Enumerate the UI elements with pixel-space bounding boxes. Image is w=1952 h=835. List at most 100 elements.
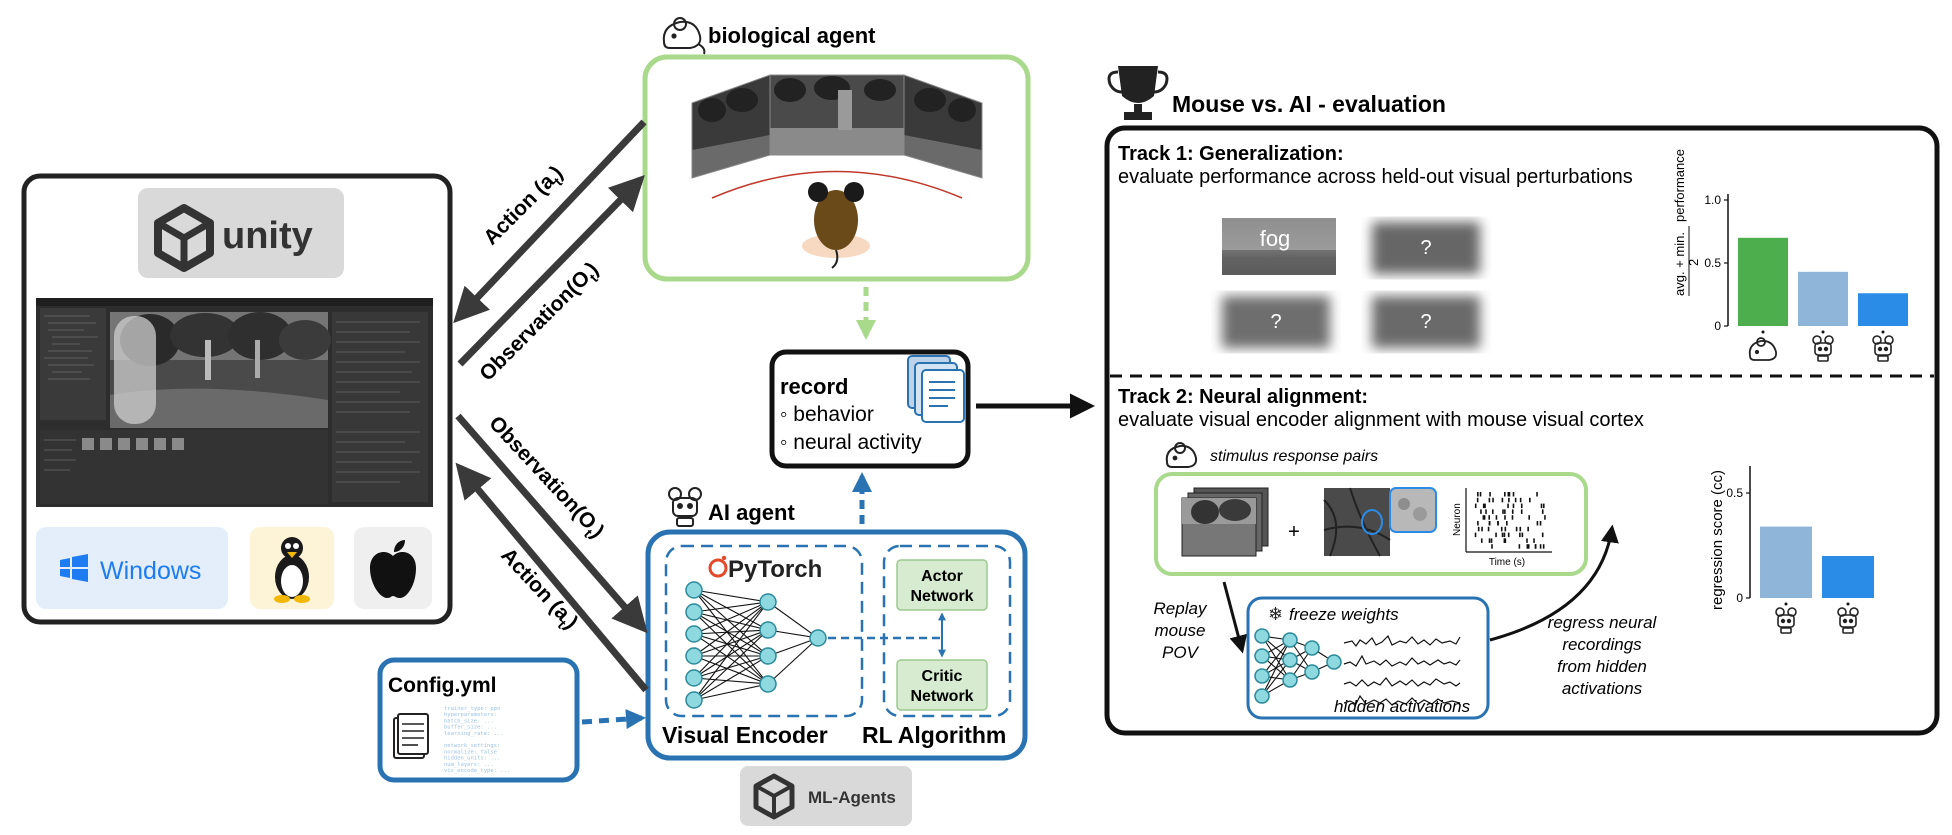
network-edge [693, 611, 769, 631]
track2-subheading: evaluate visual encoder alignment with m… [1118, 409, 1644, 431]
trophy-icon [1107, 66, 1169, 120]
network-node [685, 647, 703, 665]
record-item-behavior: behavior [793, 403, 874, 426]
actor-network-label-line2: Network [910, 588, 973, 605]
spike-raster-plot [1465, 488, 1552, 553]
windows-icon [60, 554, 88, 582]
network-edge [693, 633, 769, 657]
network-edge [693, 629, 769, 635]
config-box: Config.yml trainer_type: ppohyperparamet… [377, 657, 580, 783]
track2-ylabel: regression score (cc) [1709, 470, 1726, 610]
network-edge [693, 589, 769, 657]
action-top-arrow [457, 174, 645, 367]
config-code-line: normalize: false [444, 749, 497, 755]
network-node [809, 629, 827, 647]
replay-label-line2: mouse [1154, 621, 1205, 640]
config-code-line: hidden_units: ... [444, 756, 500, 762]
unknown-tile-3: ? [1372, 296, 1480, 348]
regress-arrow [1489, 524, 1619, 642]
replay-label-line1: Replay [1154, 599, 1208, 618]
robot-mouse-icon [1872, 335, 1894, 362]
visual-encoder-network [685, 581, 827, 709]
network-node [685, 691, 703, 709]
biological-agent-section: biological agent [642, 17, 1031, 282]
network-edge [693, 611, 769, 685]
evaluation-section: Mouse vs. AI - evaluation Track 1: Gener… [1104, 66, 1940, 736]
network-node [1304, 640, 1320, 656]
config-code-line: trainer_type: ppo [444, 706, 500, 712]
unity-ai-arrows [455, 413, 649, 693]
fog-tile-label: fog [1260, 226, 1291, 251]
x-tick [1784, 602, 1788, 606]
config-to-agent-arrow [581, 709, 646, 730]
y-tick-label: 0.5 [1726, 486, 1743, 500]
cortex-imaging [1323, 487, 1437, 557]
regress-label-line3: from hidden [1557, 657, 1647, 676]
observation-bottom-label: Observation(Ot) [481, 412, 608, 546]
network-node [1254, 648, 1270, 664]
plus-sign: + [1288, 521, 1300, 543]
network-node [685, 625, 703, 643]
network-node [685, 581, 703, 599]
observation-top-arrow [453, 119, 647, 324]
mouse-icon [662, 17, 706, 55]
svg-text:◦ behavior: ◦ behavior [780, 403, 874, 426]
network-edge [693, 629, 769, 701]
hidden-activations-label: hidden activations [1334, 697, 1471, 716]
unity-editor-screenshot [36, 298, 433, 507]
stimulus-response-pairs-label: stimulus response pairs [1210, 448, 1378, 465]
bullet-icon: ◦ [780, 431, 793, 454]
network-node [1304, 664, 1320, 680]
mouse-arena-arc [711, 170, 963, 199]
action-bottom-arrow [455, 462, 649, 693]
robot-mouse-icon [1837, 607, 1859, 634]
record-title: record [780, 374, 848, 399]
windows-label: Windows [100, 557, 201, 585]
network-edge [693, 629, 769, 657]
y-tick-label: 1.0 [1704, 193, 1721, 207]
evaluation-title: Mouse vs. AI - evaluation [1172, 91, 1446, 117]
network-edge [693, 601, 769, 679]
ml-agents-cube-icon [753, 773, 795, 820]
x-tick [1881, 330, 1885, 334]
network-edge [693, 677, 769, 685]
replay-arrow [1222, 581, 1248, 654]
regress-label-line1: regress neural [1548, 613, 1658, 632]
track2-heading: Track 2: Neural alignment: [1118, 386, 1368, 408]
record-item-neural-activity: neural activity [793, 431, 922, 454]
network-edge [767, 637, 819, 657]
network-edge [693, 633, 769, 685]
ml-agents-badge: ML-Agents [740, 766, 912, 826]
unity-logo-text: unity [222, 215, 313, 257]
config-code-line: vis_encode_type: ... [444, 768, 510, 774]
freeze-weights-label: freeze weights [1289, 605, 1399, 624]
critic-network-label-line1: Critic [922, 668, 963, 685]
network-edge [693, 655, 769, 701]
network-node [685, 603, 703, 621]
network-edge [693, 589, 769, 603]
snowflake-icon: ❄ [1268, 604, 1283, 624]
critic-network-box [896, 659, 988, 711]
track1-heading: Track 1: Generalization: [1118, 143, 1344, 165]
action-top-label: Action (at) [479, 161, 570, 252]
track2-regression-chart: 0.50 [1726, 466, 1874, 634]
unknown-tile-3-label: ? [1420, 311, 1431, 333]
bar [1798, 271, 1848, 326]
network-node [685, 669, 703, 687]
config-code-line: learning_rate: ... [444, 731, 504, 737]
documents-icon [907, 355, 965, 423]
windows-badge: Windows [36, 527, 228, 609]
svg-text:◦ neural activity: ◦ neural activity [780, 431, 922, 454]
network-node [759, 647, 777, 665]
config-code-line: hyperparameters: [444, 712, 497, 718]
ai-agent-title: AI agent [708, 500, 795, 525]
network-node [1254, 668, 1270, 684]
bar [1760, 526, 1812, 598]
unknown-tile-2: ? [1222, 296, 1330, 348]
config-code-line: network_settings: [444, 743, 500, 749]
network-node [759, 621, 777, 639]
network-node [1254, 628, 1270, 644]
unknown-tile-1: ? [1372, 222, 1480, 274]
bar [1738, 237, 1788, 326]
